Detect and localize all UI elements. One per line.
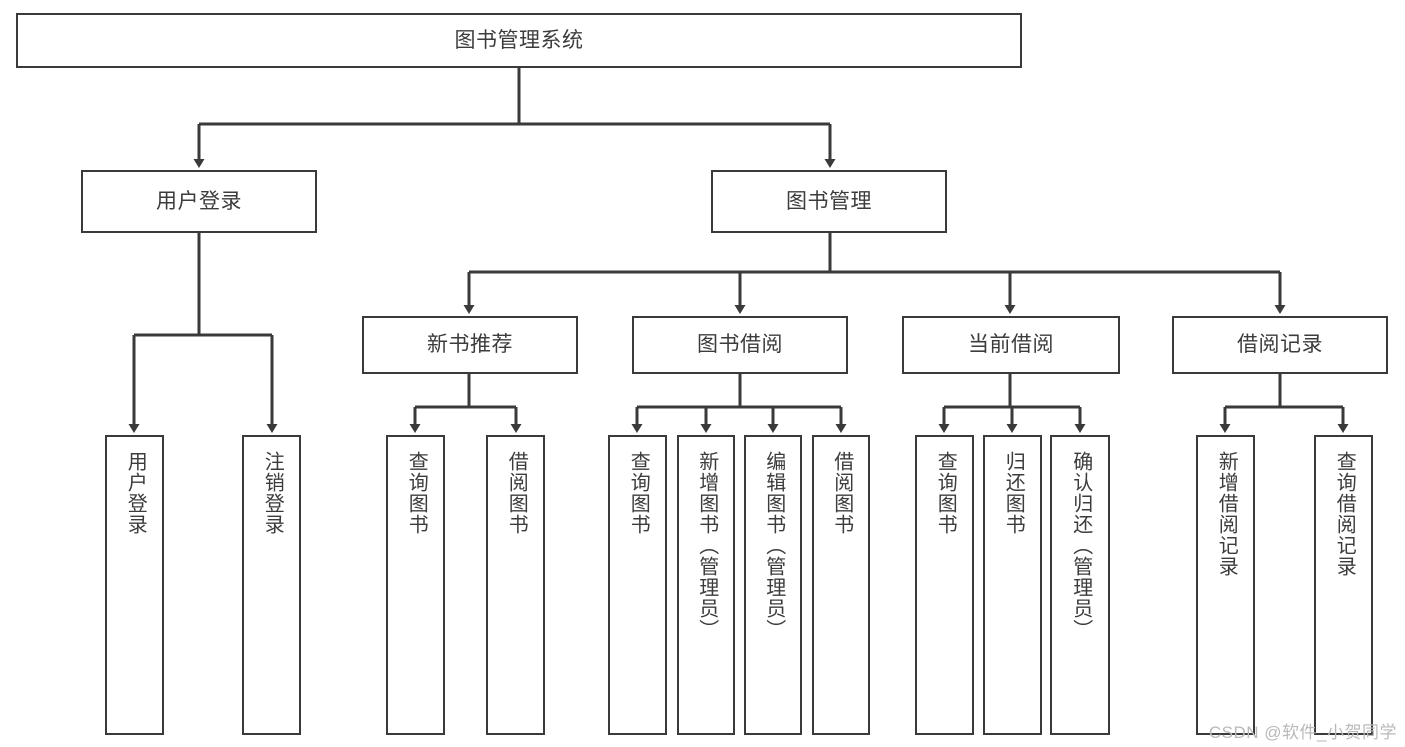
node-label: 借阅记录 xyxy=(1237,333,1323,357)
node-label: 查询图书 xyxy=(627,451,650,535)
leaf-query-borrow-record[interactable]: 查询借阅记录 xyxy=(1314,435,1373,735)
node-label: 图书管理系统 xyxy=(454,28,584,52)
node-label: 用户登录 xyxy=(124,451,147,535)
node-label: 图书管理 xyxy=(786,189,872,213)
leaf-query-book-current[interactable]: 查询图书 xyxy=(915,435,974,735)
node-label: 新书推荐 xyxy=(427,333,513,357)
node-label: 归还图书 xyxy=(1002,451,1025,535)
node-label: 查询图书 xyxy=(405,451,428,535)
node-label: 注销登录 xyxy=(261,451,284,535)
node-user-login[interactable]: 用户登录 xyxy=(81,170,317,233)
leaf-return-book[interactable]: 归还图书 xyxy=(983,435,1042,735)
csdn-watermark: CSDN @软件_小贺同学 xyxy=(1208,723,1397,742)
node-label: 编辑图书（管理员） xyxy=(762,451,785,640)
node-label: 图书借阅 xyxy=(697,333,783,357)
leaf-add-book-admin[interactable]: 新增图书（管理员） xyxy=(677,435,735,735)
leaf-confirm-return-admin[interactable]: 确认归还（管理员） xyxy=(1050,435,1110,735)
leaf-edit-book-admin[interactable]: 编辑图书（管理员） xyxy=(744,435,802,735)
node-root-system[interactable]: 图书管理系统 xyxy=(16,13,1022,68)
node-current-borrow[interactable]: 当前借阅 xyxy=(902,316,1120,374)
node-label: 当前借阅 xyxy=(968,333,1054,357)
node-label: 新增借阅记录 xyxy=(1215,451,1238,577)
node-new-book-recommend[interactable]: 新书推荐 xyxy=(362,316,578,374)
node-label: 查询借阅记录 xyxy=(1333,451,1356,577)
node-label: 用户登录 xyxy=(156,189,242,213)
node-label: 查询图书 xyxy=(934,451,957,535)
leaf-user-login[interactable]: 用户登录 xyxy=(105,435,164,735)
node-book-borrow[interactable]: 图书借阅 xyxy=(632,316,848,374)
node-book-management[interactable]: 图书管理 xyxy=(711,170,947,233)
leaf-query-book-recommend[interactable]: 查询图书 xyxy=(386,435,445,735)
node-label: 新增图书（管理员） xyxy=(695,451,718,640)
leaf-logout[interactable]: 注销登录 xyxy=(242,435,301,735)
leaf-add-borrow-record[interactable]: 新增借阅记录 xyxy=(1196,435,1255,735)
node-label: 借阅图书 xyxy=(505,451,528,535)
node-label: 借阅图书 xyxy=(830,451,853,535)
leaf-borrow-book-recommend[interactable]: 借阅图书 xyxy=(486,435,545,735)
leaf-query-book-borrow[interactable]: 查询图书 xyxy=(608,435,667,735)
node-borrow-record[interactable]: 借阅记录 xyxy=(1172,316,1388,374)
node-label: 确认归还（管理员） xyxy=(1069,451,1092,640)
leaf-borrow-book[interactable]: 借阅图书 xyxy=(812,435,870,735)
